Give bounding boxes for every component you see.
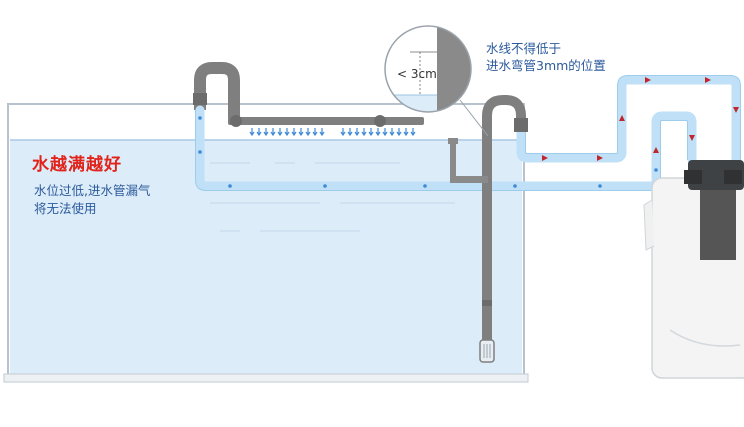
flow-arrow-icon bbox=[597, 155, 603, 161]
drip-arrow-icon bbox=[389, 128, 395, 137]
drip-arrow-icon bbox=[291, 128, 297, 137]
drip-arrow-icon bbox=[256, 128, 262, 137]
flow-arrow-icon bbox=[653, 147, 659, 153]
hose-loop-outline bbox=[195, 75, 741, 191]
drip-arrow-icon bbox=[340, 128, 346, 137]
headline: 水越满越好 bbox=[32, 155, 122, 175]
intake-clip bbox=[482, 300, 492, 306]
flow-indicators bbox=[198, 77, 739, 188]
flow-dot bbox=[423, 184, 427, 188]
tank-water bbox=[10, 140, 522, 374]
aquarium-tank bbox=[3, 103, 529, 383]
flow-dot bbox=[598, 184, 602, 188]
return-pipe bbox=[193, 62, 424, 127]
drip-arrow-icon bbox=[319, 128, 325, 137]
drip-arrow-icon bbox=[277, 128, 283, 137]
flow-dot bbox=[654, 168, 658, 172]
drip-arrow-icon bbox=[382, 128, 388, 137]
flow-arrow-icon bbox=[689, 135, 695, 141]
note-line-1: 水线不得低于 bbox=[486, 41, 562, 56]
spray-bar bbox=[228, 117, 424, 125]
flow-arrow-icon bbox=[705, 77, 711, 83]
drip-arrow-icon bbox=[305, 128, 311, 137]
zoom-measure-label: < 3cm bbox=[397, 67, 437, 81]
drip-arrow-icon bbox=[298, 128, 304, 137]
drip-arrow-icon bbox=[347, 128, 353, 137]
flow-dot bbox=[323, 184, 327, 188]
flow-arrow-icon bbox=[619, 115, 625, 121]
flow-arrow-icon bbox=[733, 107, 739, 113]
drip-arrow-icon bbox=[410, 128, 416, 137]
intake-pipe bbox=[479, 95, 528, 363]
drip-arrow-icon bbox=[396, 128, 402, 137]
return-pipe-clamp bbox=[193, 93, 207, 105]
intake-connector bbox=[514, 118, 528, 132]
spray-drips bbox=[249, 128, 416, 137]
drip-arrow-icon bbox=[270, 128, 276, 137]
priming-tee bbox=[448, 138, 488, 183]
drip-arrow-icon bbox=[284, 128, 290, 137]
warning-line-2: 将无法使用 bbox=[34, 201, 97, 216]
flow-dot bbox=[513, 184, 517, 188]
flow-dot bbox=[228, 184, 232, 188]
drip-arrow-icon bbox=[263, 128, 269, 137]
canister-filter bbox=[643, 160, 744, 379]
drip-arrow-icon bbox=[249, 128, 255, 137]
drip-arrow-icon bbox=[368, 128, 374, 137]
note-line-2: 进水弯管3mm的位置 bbox=[486, 58, 606, 73]
drip-arrow-icon bbox=[375, 128, 381, 137]
flow-arrow-icon bbox=[542, 155, 548, 161]
water-ripple-lines bbox=[210, 162, 455, 232]
tank-base bbox=[3, 373, 529, 383]
drip-arrow-icon bbox=[403, 128, 409, 137]
flow-dot bbox=[198, 116, 202, 120]
drip-arrow-icon bbox=[361, 128, 367, 137]
flow-arrow-icon bbox=[645, 77, 651, 83]
flow-dot bbox=[198, 150, 202, 154]
drip-arrow-icon bbox=[354, 128, 360, 137]
warning-line-1: 水位过低,进水管漏气 bbox=[34, 183, 151, 198]
drip-arrow-icon bbox=[312, 128, 318, 137]
